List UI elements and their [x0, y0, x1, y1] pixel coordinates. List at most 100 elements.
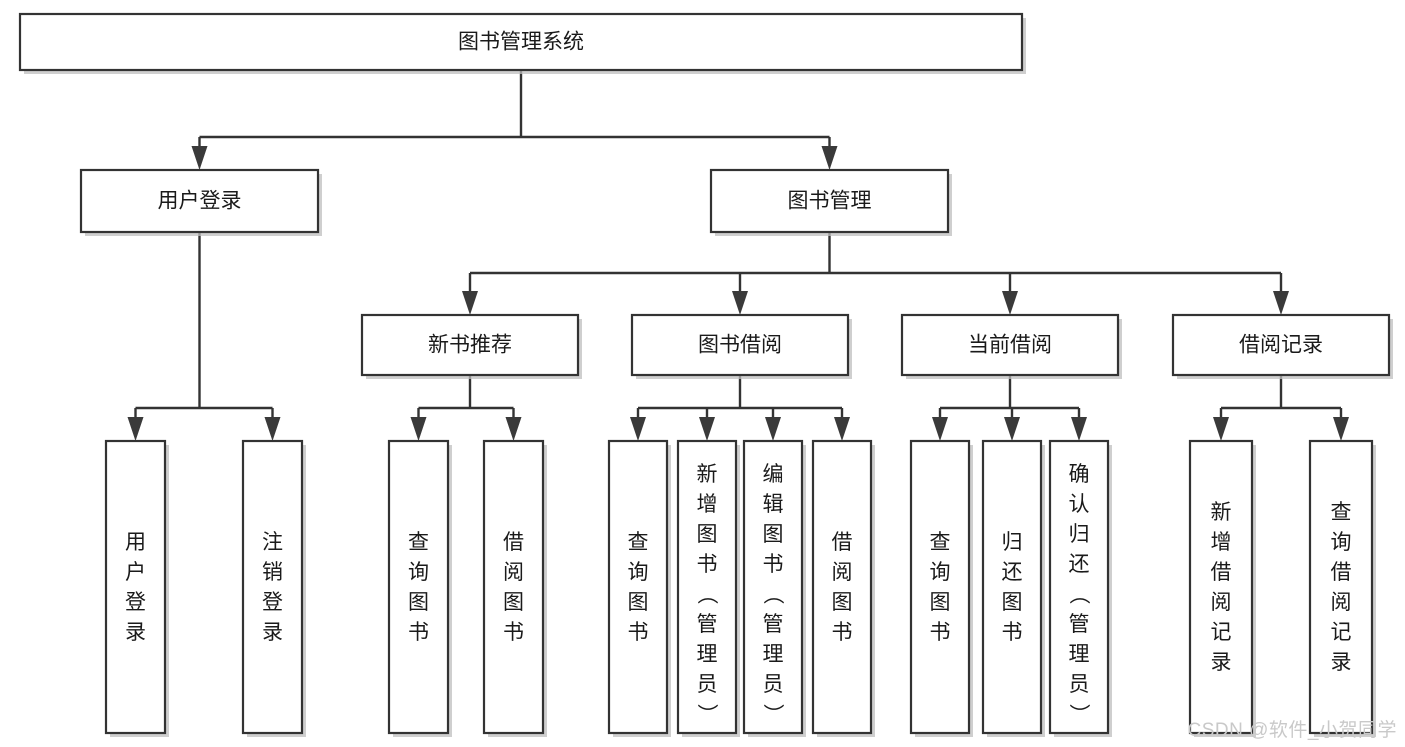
node-label: 图书管理 [788, 190, 872, 213]
node-label-char: 查 [930, 531, 951, 554]
level2-node[interactable]: 用户登录 [79, 168, 322, 236]
node-label-char: 录 [1211, 651, 1232, 674]
node-label-char: 录 [125, 621, 146, 644]
node-label-char: ） [761, 704, 784, 725]
node-label-char: 还 [1002, 561, 1023, 584]
node-label-char: 书 [408, 621, 429, 644]
node-rect[interactable] [387, 439, 450, 735]
arrow-head-icon [1071, 417, 1087, 441]
node-label-char: 阅 [503, 561, 524, 584]
arrow-head-icon [462, 291, 478, 315]
node-label-char: 书 [930, 621, 951, 644]
node-label-char: 注 [262, 531, 283, 554]
node-label-char: 管 [763, 613, 784, 636]
node-rect[interactable] [241, 439, 304, 735]
node-label-char: 编 [763, 463, 784, 486]
node-rect[interactable] [1308, 439, 1374, 735]
node-rect[interactable] [482, 439, 545, 735]
arrow-head-icon [1333, 417, 1349, 441]
watermark-label: CSDN @软件_小贺同学 [1187, 720, 1397, 741]
arrow-head-icon [410, 417, 427, 441]
node-label-char: 增 [697, 493, 718, 516]
node-rect[interactable] [909, 439, 971, 735]
node-rect[interactable] [1188, 439, 1254, 735]
node-rect[interactable] [981, 439, 1043, 735]
node-rect[interactable] [742, 439, 804, 735]
node-label-char: 销 [262, 561, 283, 584]
level3-node[interactable]: 新书推荐 [360, 313, 582, 379]
node-label-char: 录 [1331, 651, 1352, 674]
node-label-char: 询 [628, 561, 649, 584]
node-label-char: 阅 [1331, 591, 1352, 614]
arrow-head-icon [821, 146, 838, 170]
node-rect[interactable] [709, 168, 950, 234]
node-rect[interactable] [811, 439, 873, 735]
leaf-node[interactable]: 用户登录 [104, 439, 169, 737]
node-label-char: 询 [408, 561, 429, 584]
node-label-char: 询 [1331, 531, 1352, 554]
arrow-head-icon [932, 417, 948, 441]
node-label-char: 管 [697, 613, 718, 636]
node-label-char: 书 [763, 553, 784, 576]
node-rect[interactable] [630, 313, 850, 377]
node-label-char: 员 [697, 673, 718, 696]
node-label-char: 理 [697, 643, 718, 666]
node-label-char: 书 [697, 553, 718, 576]
node-label-char: 借 [1211, 561, 1232, 584]
arrow-head-icon [191, 146, 208, 170]
node-label-char: 登 [262, 591, 283, 614]
node-label-char: 用 [125, 531, 146, 554]
node-label-char: 图 [763, 523, 784, 546]
node-label-char: 记 [1211, 621, 1232, 644]
node-label-char: 归 [1002, 531, 1023, 554]
root-node[interactable]: 图书管理系统 [18, 12, 1026, 74]
node-label-char: 借 [1331, 561, 1352, 584]
node-rect[interactable] [104, 439, 167, 735]
node-label-char: 借 [503, 531, 524, 554]
arrow-head-icon [765, 417, 781, 441]
node-rect[interactable] [1048, 439, 1110, 735]
node-rect[interactable] [18, 12, 1024, 72]
node-rect[interactable] [360, 313, 580, 377]
node-rect[interactable] [607, 439, 669, 735]
node-label-char: 新 [1211, 501, 1232, 524]
level2-node[interactable]: 图书管理 [709, 168, 952, 236]
arrow-head-icon [264, 417, 281, 441]
node-rect[interactable] [676, 439, 738, 735]
node-rect[interactable] [900, 313, 1120, 377]
node-label-char: 登 [125, 591, 146, 614]
node-label-char: 认 [1069, 493, 1090, 516]
node-label: 图书管理系统 [458, 31, 584, 54]
node-label: 新书推荐 [428, 334, 512, 357]
level3-node[interactable]: 借阅记录 [1171, 313, 1393, 379]
node-rect[interactable] [1171, 313, 1391, 377]
node-layer: 图书管理系统用户登录图书管理新书推荐图书借阅当前借阅借阅记录用户登录注销登录查询… [18, 12, 1393, 737]
level3-node[interactable]: 当前借阅 [900, 313, 1122, 379]
node-label-char: 图 [930, 591, 951, 614]
node-label-char: 图 [697, 523, 718, 546]
node-label-char: （ [761, 584, 784, 605]
node-label-char: 书 [1002, 621, 1023, 644]
node-label-char: 管 [1069, 613, 1090, 636]
node-label-char: 书 [832, 621, 853, 644]
node-label-char: 图 [628, 591, 649, 614]
node-rect[interactable] [79, 168, 320, 234]
node-label-char: 阅 [1211, 591, 1232, 614]
node-label: 用户登录 [158, 190, 242, 213]
node-label-char: 还 [1069, 553, 1090, 576]
level3-node[interactable]: 图书借阅 [630, 313, 852, 379]
node-label-char: 图 [408, 591, 429, 614]
arrow-head-icon [732, 291, 748, 315]
